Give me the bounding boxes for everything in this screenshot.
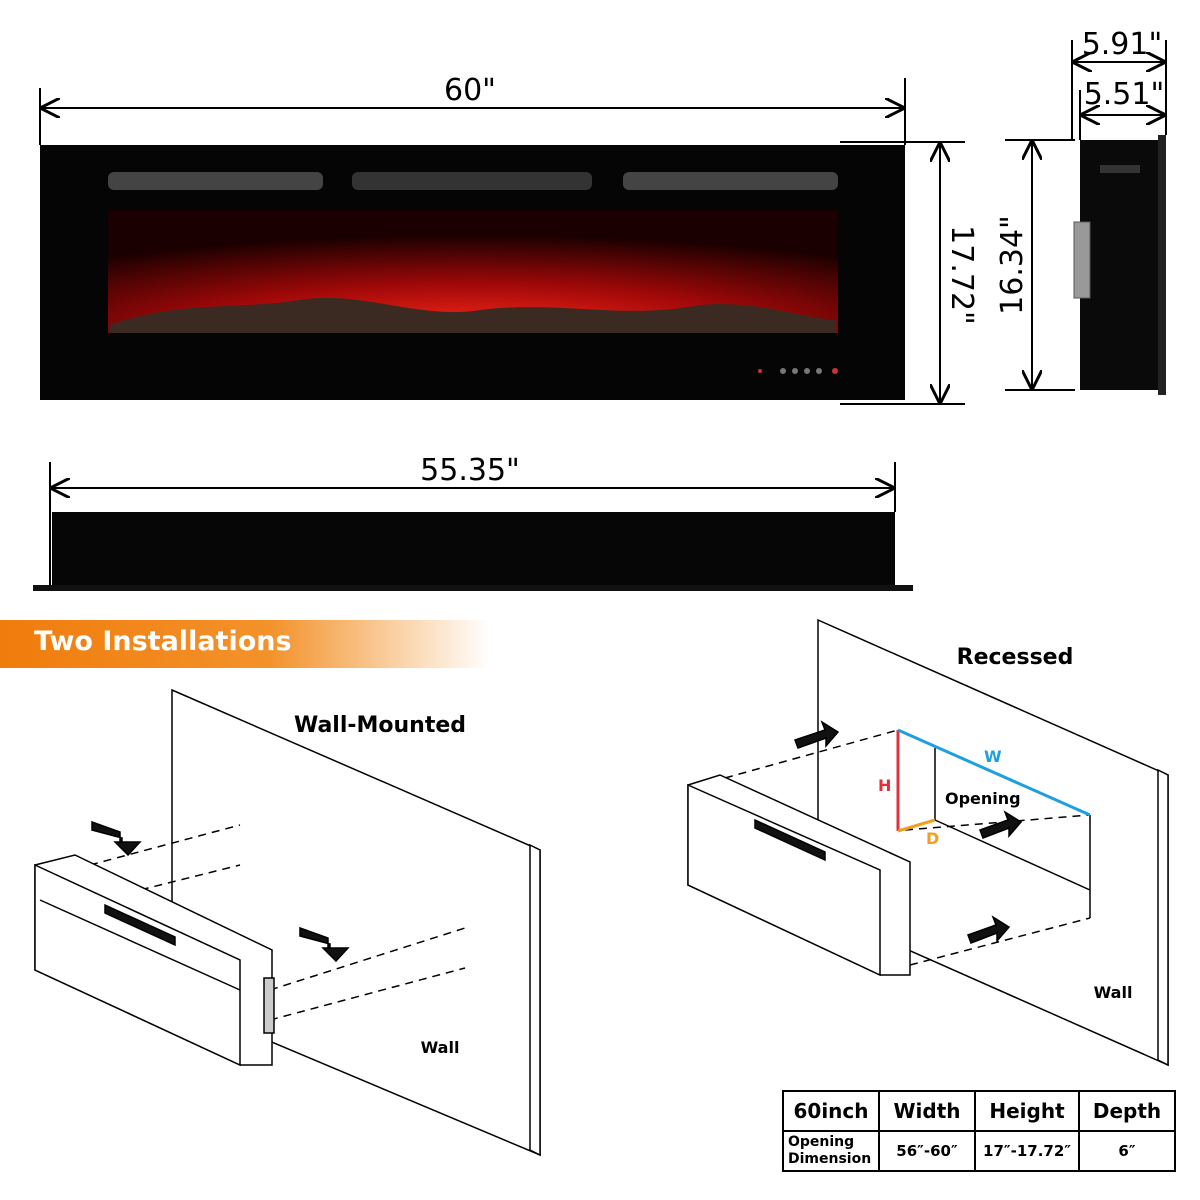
recessed-title: Recessed xyxy=(957,645,1074,670)
table-header-row: 60inch Width Height Depth xyxy=(782,1090,1176,1132)
depth-5-51-label: 5.51" xyxy=(1084,77,1165,112)
wall-mounted-illustration xyxy=(34,688,541,1157)
vent-center xyxy=(352,172,592,190)
value-cell: 6″ xyxy=(1078,1130,1176,1172)
wall-mounted-title: Wall-Mounted xyxy=(294,713,466,738)
vent-left xyxy=(108,172,323,190)
installations-banner: Two Installations xyxy=(0,620,490,668)
wall-label-left: Wall xyxy=(421,1038,460,1057)
height-16-34-label: 16.34" xyxy=(995,215,1030,315)
value-cell: 17″-17.72″ xyxy=(974,1130,1080,1172)
header-cell: Width xyxy=(878,1090,976,1132)
height-17-72-label: 17.72" xyxy=(944,225,979,325)
vent-right xyxy=(623,172,838,190)
width-60-label: 60" xyxy=(444,73,496,108)
header-cell: Depth xyxy=(1078,1090,1176,1132)
control-panel xyxy=(758,368,838,374)
fireplace-side-view xyxy=(1073,135,1166,395)
header-cell: Height xyxy=(974,1090,1080,1132)
fireplace-top-view xyxy=(33,512,913,591)
depth-marker xyxy=(897,818,936,833)
recessed-illustration xyxy=(687,618,1169,1067)
width-55-35-label: 55.35" xyxy=(420,453,520,488)
depth-5-91-label: 5.91" xyxy=(1082,27,1163,62)
header-cell: 60inch xyxy=(782,1090,880,1132)
opening-label: Opening xyxy=(945,789,1021,808)
d-label: D xyxy=(926,829,939,848)
value-cell: 56″-60″ xyxy=(878,1130,976,1172)
row-label-line: Dimension xyxy=(788,1151,872,1167)
h-label: H xyxy=(878,776,891,795)
wall-label-right: Wall xyxy=(1094,983,1133,1002)
fireplace-front-view xyxy=(40,145,905,400)
w-label: W xyxy=(984,747,1002,766)
row-label-line: Opening xyxy=(788,1134,855,1150)
banner-title: Two Installations xyxy=(34,626,292,657)
dimension-lines xyxy=(39,40,1167,590)
width-marker xyxy=(897,728,1091,817)
logs xyxy=(110,297,836,333)
